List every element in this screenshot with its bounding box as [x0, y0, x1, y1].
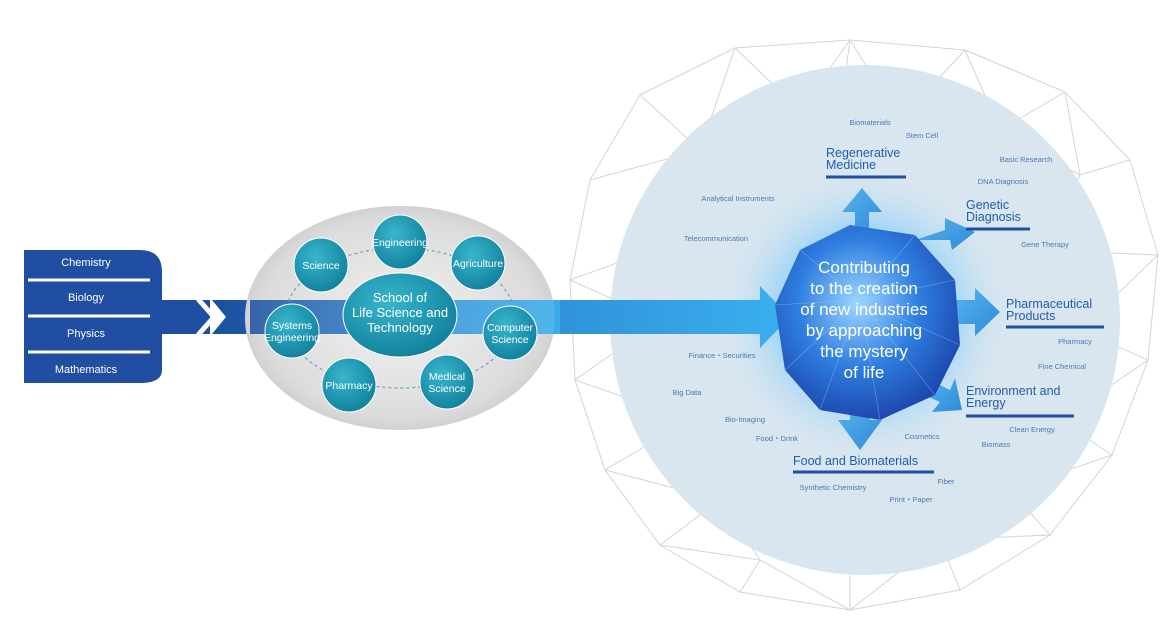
keyword-label: Basic Research: [1000, 155, 1053, 164]
field-label: Agriculture: [453, 258, 503, 270]
discipline-label: Biology: [68, 292, 105, 304]
discipline-label: Physics: [67, 328, 105, 340]
industry-label-line: Regenerative: [826, 146, 900, 160]
keyword-label: Telecommunication: [684, 234, 748, 243]
keyword-label: Print・Paper: [890, 495, 933, 504]
core-text-line: of new industries: [800, 300, 928, 319]
keyword-label: DNA Diagnosis: [978, 177, 1029, 186]
core-text-line: of life: [844, 363, 885, 382]
industry-label-line: Environment and: [966, 384, 1061, 398]
core-gem: Contributing to the creation of new indust…: [774, 225, 961, 421]
keyword-label: Finance・Securities: [688, 351, 755, 360]
core-text-line: the mystery: [820, 342, 908, 361]
keyword-label: Biomass: [982, 440, 1011, 449]
keyword-label: Fine Chemical: [1038, 362, 1086, 371]
industry-label-line: Products: [1006, 309, 1055, 323]
field-label-line: Science: [491, 334, 529, 346]
school-center-line: Technology: [367, 320, 433, 335]
industry-item: Food and Biomaterials: [793, 454, 934, 474]
industry-label-line: Diagnosis: [966, 210, 1021, 224]
industry-label-line: Energy: [966, 396, 1006, 410]
field-label-line: Engineering: [372, 237, 428, 249]
discipline-band: [24, 250, 210, 383]
field-label-line: Medical: [429, 371, 465, 383]
keyword-label: Analytical Instruments: [701, 194, 775, 203]
core-text-line: by approaching: [806, 321, 922, 340]
keyword-label: Synthetic Chemistry: [800, 483, 867, 492]
field-label-line: Pharmacy: [325, 380, 373, 392]
field-label: Science: [302, 260, 340, 272]
industry-label-line: Pharmaceutical: [1006, 297, 1092, 311]
industry-label-line: Genetic: [966, 198, 1009, 212]
keyword-label: Pharmacy: [1058, 337, 1092, 346]
field-label-line: Engineering: [264, 332, 320, 344]
keyword-label: Clean Energy: [1009, 425, 1055, 434]
field-node: Science: [293, 237, 349, 293]
core-text-line: Contributing: [818, 258, 910, 277]
field-node: Engineering: [372, 214, 428, 270]
discipline-label: Chemistry: [61, 257, 111, 269]
industry-label-line: Food and Biomaterials: [793, 454, 918, 468]
field-node: Agriculture: [450, 235, 506, 291]
school-center-line: School of: [373, 290, 428, 305]
field-label-line: Science: [428, 383, 466, 395]
school-center-line: Life Science and: [352, 305, 448, 320]
field-node: Pharmacy: [321, 357, 377, 413]
keyword-label: Biomaterials: [849, 118, 891, 127]
industry-label: Food and Biomaterials: [793, 454, 918, 468]
keyword-label: Bio-Imaging: [725, 415, 765, 424]
keyword-label: Big Data: [673, 388, 703, 397]
keyword-label: Food・Drink: [756, 434, 798, 443]
field-label: Engineering: [372, 237, 428, 249]
field-label: Pharmacy: [325, 380, 373, 392]
discipline-label: Mathematics: [55, 364, 118, 376]
keyword-label: Fiber: [937, 477, 955, 486]
core-text-line: to the creation: [810, 279, 918, 298]
keyword-label: Stem Cell: [906, 131, 939, 140]
field-label-line: Science: [302, 260, 340, 272]
keyword-label: Cosmetics: [904, 432, 939, 441]
keyword-label: Gene Therapy: [1021, 240, 1069, 249]
field-label-line: Agriculture: [453, 258, 503, 270]
field-label-line: Computer: [487, 322, 534, 334]
industry-label-line: Medicine: [826, 158, 876, 172]
field-label-line: Systems: [272, 320, 312, 332]
